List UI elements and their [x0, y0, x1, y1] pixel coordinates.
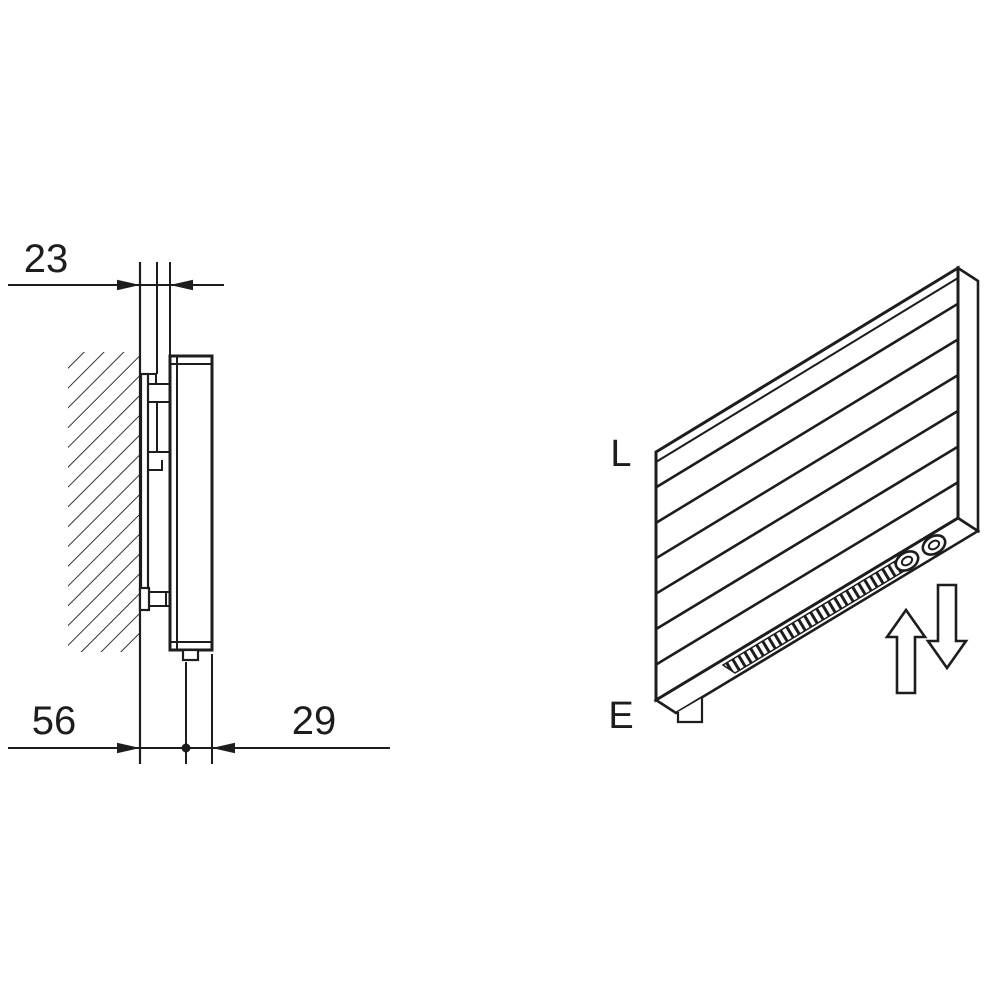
arrowhead-right-icon: [117, 742, 140, 754]
slat-line: [655, 481, 959, 666]
flow-down-arrow-icon: [925, 583, 969, 671]
radiator-front-face: [654, 265, 960, 703]
mounting-screw: [138, 586, 170, 612]
dimension-top-label: 23: [24, 237, 69, 281]
slat-line: [655, 373, 959, 560]
flow-up-arrow-icon: [884, 607, 928, 695]
radiator-foot: [676, 698, 704, 724]
dimension-bottom-right-label: 29: [292, 699, 337, 743]
pipe-connection-outer: [921, 534, 947, 556]
label-length: L: [610, 433, 631, 475]
slat-line: [655, 409, 959, 595]
dimension-dot: [181, 743, 191, 753]
arrowhead-right-icon: [117, 279, 140, 291]
screw-head: [138, 586, 151, 612]
arrowhead-left-icon: [170, 279, 193, 291]
bracket-wall-plate: [139, 372, 150, 600]
panel-foot: [181, 648, 200, 662]
top-chamfer-line: [655, 277, 959, 463]
slat-line: [655, 445, 959, 631]
front-face-outline: [654, 265, 960, 703]
label-height: E: [608, 695, 633, 737]
radiator-end-face: [956, 265, 980, 534]
mounting-bracket: [138, 372, 170, 612]
pipe-connections: [894, 534, 947, 572]
bracket-clip: [148, 460, 163, 471]
pipe-connection-outer: [894, 550, 920, 572]
slat-line: [655, 338, 959, 525]
dimension-connection: 56 29: [8, 654, 390, 764]
radiator-underside: [653, 516, 981, 724]
dimension-wall-clearance: 23: [8, 237, 224, 374]
arrowhead-left-icon: [212, 742, 235, 754]
bracket-top-hook: [148, 373, 157, 384]
pipe-connection-inner: [927, 539, 941, 551]
radiator-panel-side: [168, 354, 214, 662]
radiator-slats: [655, 302, 959, 666]
flow-arrows: [884, 583, 969, 695]
slat-line: [655, 302, 959, 489]
dimension-bottom-left-label: 56: [32, 699, 77, 743]
wall-hatch: [68, 352, 140, 652]
pipe-connection-inner: [900, 555, 914, 567]
side-view: 23: [8, 237, 390, 764]
perspective-view: L E: [608, 265, 981, 737]
